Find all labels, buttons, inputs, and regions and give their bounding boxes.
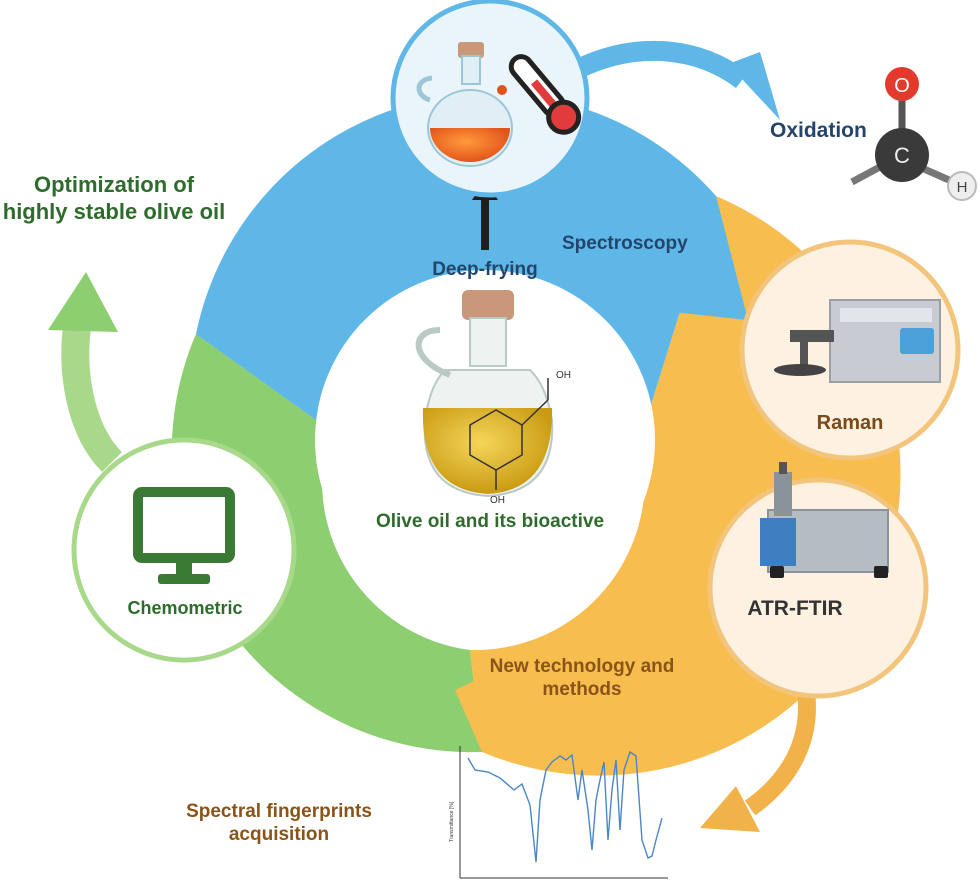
oxidation-label: Oxidation <box>770 119 867 142</box>
optimization-arrowhead <box>48 272 118 332</box>
spectral-arrow <box>744 690 816 816</box>
spectrum-plot <box>459 746 668 879</box>
spectrum-line <box>467 750 663 863</box>
spectroscopy-label: Spectroscopy <box>562 233 688 254</box>
optimization-label: Optimization of highly stable olive oil <box>2 172 226 224</box>
green-segment <box>171 334 482 753</box>
optimization-arrow <box>61 317 123 472</box>
new-technology-label: New technology and methods <box>489 656 675 701</box>
oxidation-arrowhead <box>728 52 780 120</box>
chemometric-circle <box>71 437 297 663</box>
blue-arrow-head <box>560 196 748 320</box>
atr-ftir-label: ATR-FTIR <box>747 597 843 620</box>
structure-oh-bottom: OH <box>490 495 505 506</box>
olive-oil-label: Olive oil and its bioactive <box>375 511 605 532</box>
formaldehyde-molecule-icon <box>850 67 977 201</box>
olive-oil-bottle-icon <box>415 290 554 498</box>
hot-oil-flask-icon <box>416 42 513 167</box>
raman-spectrometer-icon <box>774 299 941 383</box>
spectrum-y-axis-label: Transmittance [%] <box>449 801 455 842</box>
orange-arrow-tip <box>455 640 560 752</box>
monitor-icon <box>133 487 235 584</box>
spectral-fingerprints-label: Spectral fingerprints acquisition <box>186 801 372 846</box>
deep-frying-arrow-shaft <box>481 196 489 250</box>
hydrogen-label: H <box>957 179 968 196</box>
spectral-arrowhead <box>700 786 760 832</box>
chemometric-label: Chemometric <box>127 598 243 618</box>
structure-oh-top: OH <box>556 370 571 381</box>
carbon-label: C <box>894 143 910 168</box>
oxidation-arrow <box>575 40 749 89</box>
oxygen-label: O <box>894 75 910 97</box>
raman-label: Raman <box>816 412 884 434</box>
thermometer-icon <box>508 54 582 135</box>
ftir-spectrometer-icon <box>760 462 889 578</box>
deep-frying-label: Deep-frying <box>432 259 538 280</box>
